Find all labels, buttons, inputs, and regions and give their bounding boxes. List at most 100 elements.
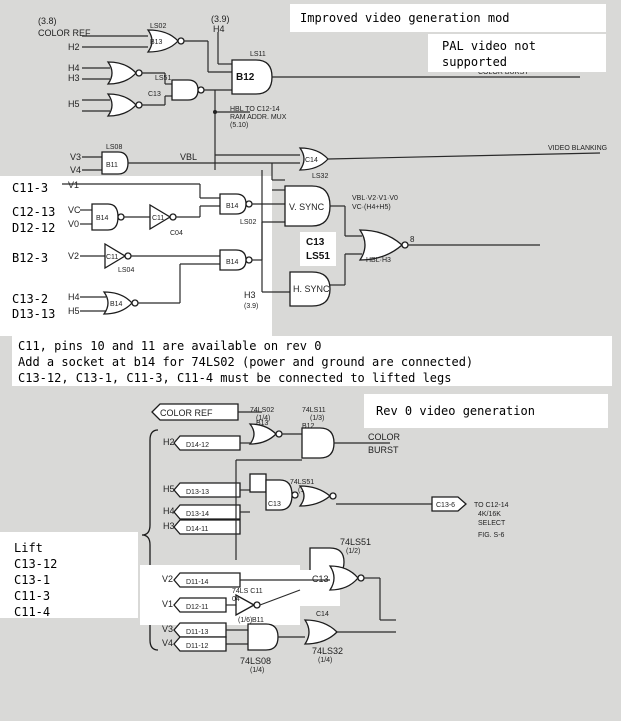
c13-big-label: C13 [306, 237, 325, 248]
ic-74ls51-label-2: 74LS51 [340, 537, 371, 547]
h2-label: H2 [68, 42, 80, 52]
gate-b11-bottom [247, 623, 279, 651]
label-b12-3: B12-3 [12, 250, 49, 266]
ls08-label: LS08 [106, 144, 122, 151]
inverter-c11-type: C04 [170, 230, 183, 237]
to-c12-label: TO C12-14 [474, 502, 509, 509]
d11-14-connector [173, 572, 241, 588]
lift-item-2: C13-1 [14, 573, 51, 587]
hbl-note-1: HBL TO C12-14 [230, 106, 280, 113]
h4-label-top: H4 [213, 24, 225, 34]
video-blanking-label: VIDEO BLANKING [548, 145, 607, 152]
d14-11-label: D14-11 [186, 526, 209, 533]
inverter-c11-v2 [104, 242, 127, 270]
color-burst-label: COLOR BURST [478, 69, 529, 76]
vc-label: VC [68, 205, 81, 215]
h4-label-mod: H4 [68, 292, 80, 302]
v3-label: V3 [70, 152, 81, 162]
c13-label: C13 [148, 91, 161, 98]
gate-hsync-and [289, 271, 331, 307]
pal-note-box: PAL video not supported [428, 34, 606, 72]
v1-label: V1 [68, 180, 79, 190]
lift-box: Lift C13-12 C13-1 C11-3 C11-4 [0, 532, 138, 619]
ic-74ls11-third: (1/3) [310, 415, 324, 422]
title-box: Improved video generation mod [290, 4, 606, 32]
ic-74ls51-half-2: (1/2) [346, 548, 360, 555]
h4-label-bottom: H4 [163, 506, 175, 516]
d14-12-label: D14-12 [186, 442, 209, 449]
v1-label-bottom: V1 [162, 599, 173, 609]
sixth-label: (1/6) [238, 617, 252, 624]
o4-label: 04 [232, 596, 240, 603]
d12-11-connector [173, 597, 227, 613]
d13-14-label: D13-14 [186, 511, 209, 518]
d12-11-label: D12-11 [186, 604, 209, 611]
h4-label-left: H4 [68, 63, 80, 73]
gate-h3-h4-nor [106, 61, 137, 85]
lift-item-4: C11-4 [14, 605, 51, 619]
gate-b12-bottom [301, 427, 335, 459]
h3-label-bottom: H3 [163, 521, 175, 531]
hsync-label: H. SYNC [293, 284, 330, 294]
d11-12-connector [173, 636, 227, 652]
d11-12-label: D11-12 [186, 643, 209, 650]
gate-c13-bottom-label: C13 [268, 501, 281, 508]
gate-c14-or [298, 147, 329, 171]
d11-14-label: D11-14 [186, 579, 209, 586]
gate-c14-label: C14 [305, 157, 318, 164]
gate-b13-type: LS02 [150, 23, 166, 30]
gate-c13-bottom-label-2: C13 [312, 574, 329, 584]
gate-b14-label-2: B14 [226, 203, 239, 210]
label-c13-2: C13-2 [12, 291, 49, 307]
gate-b11-bottom-label: B11 [252, 617, 264, 624]
sync-out-pin: 8 [410, 235, 415, 244]
label-d12-12: D12-12 [12, 220, 56, 236]
ref-3-8-label: (3.8) [38, 16, 57, 26]
h3-ref-label: (3.9) [244, 303, 258, 310]
color-label: COLOR [368, 432, 401, 442]
hbl-note-2: RAM ADDR. MUX [230, 114, 287, 121]
ls32-label: LS32 [312, 173, 328, 180]
v4-label: V4 [70, 165, 81, 175]
gate-b14-h4h5 [102, 291, 133, 315]
ic-74ls32-quarter: (1/4) [318, 657, 332, 664]
ls02-label-mod: LS02 [240, 219, 256, 226]
ic-74ls32-label: 74LS32 [312, 646, 343, 656]
gate-b13-bottom-label: B13 [256, 420, 269, 427]
ls04-label: LS04 [118, 267, 134, 274]
lift-item-1: C13-12 [14, 557, 58, 571]
fig-label: FIG. S-6 [478, 532, 505, 539]
gate-b11-label: B11 [106, 162, 118, 169]
gate-sync-nor [358, 229, 403, 261]
ls51-big-label: LS51 [306, 251, 330, 262]
select-label: SELECT [478, 520, 506, 527]
mux-label: 4K/16K [478, 511, 501, 518]
inverter-c11-v2-label: C11 [106, 254, 118, 261]
gate-ls51-nor-2 [328, 565, 359, 591]
ref-3-9-label: (3.9) [211, 14, 230, 24]
ic-74ls02-label: 74LS02 [250, 407, 274, 414]
v2-label-bottom: V2 [162, 574, 173, 584]
v0-label: V0 [68, 219, 79, 229]
title-text: Improved video generation mod [300, 11, 510, 25]
ls-c11-label: 74LS C11 [232, 588, 263, 595]
input-bracket [141, 429, 159, 651]
vbl-label: VBL [180, 152, 197, 162]
note-line-1: C11, pins 10 and 11 are available on rev… [18, 339, 322, 353]
label-c11-3: C11-3 [12, 180, 49, 196]
ls51-label: LS51 [155, 75, 171, 82]
v2-label: V2 [68, 251, 79, 261]
lift-item-3: C11-3 [14, 589, 51, 603]
h3-mod-label: H3 [244, 290, 256, 300]
notes-box: C11, pins 10 and 11 are available on rev… [12, 336, 612, 386]
gate-b13-label: B13 [150, 39, 163, 46]
pal-note-line-1: PAL video not [442, 39, 536, 53]
vc-eq-label: VC·(H4+H5) [352, 204, 391, 211]
ic-74ls11-label: 74LS11 [302, 407, 326, 414]
lift-heading: Lift [14, 541, 43, 555]
d13-14-connector [173, 504, 241, 520]
h3-label: H3 [68, 73, 80, 83]
color-ref-label-bottom: COLOR REF [160, 408, 213, 418]
h5-label-mod: H5 [68, 306, 80, 316]
